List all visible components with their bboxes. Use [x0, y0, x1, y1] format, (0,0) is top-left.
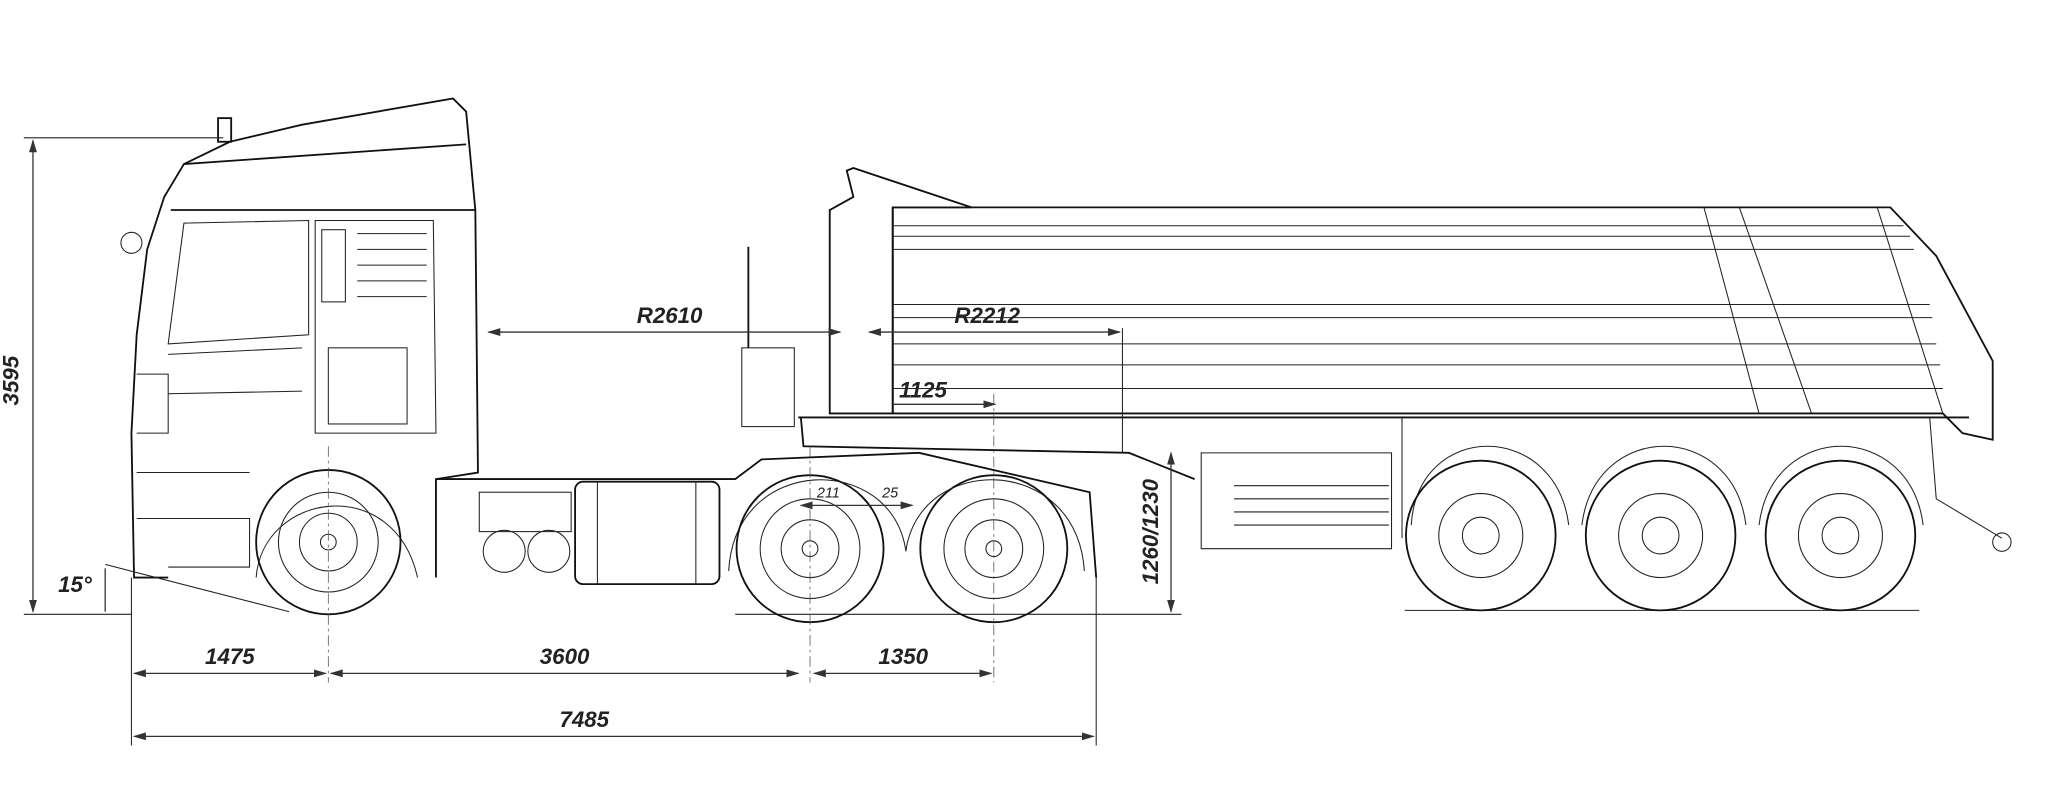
kingpin-offset-label: 1125: [899, 378, 948, 403]
fifth-wheel-height-label: 1260/1230: [1138, 478, 1163, 584]
dimension-lines: [23, 137, 1175, 746]
trailer-wheel-1: [1405, 459, 1557, 612]
tractor-chassis: [435, 451, 1098, 586]
front-overhang-label: 1475: [205, 644, 255, 669]
turning-radius-trailer-label: R2212: [954, 303, 1020, 328]
turning-radius-cab-label: R2610: [637, 303, 703, 328]
tandem-spacing-label: 1350: [878, 644, 928, 669]
tipper-trailer: [741, 167, 2012, 552]
fifth-wheel-offset-a-label: 211: [816, 485, 840, 501]
trailer-wheel-2: [1584, 459, 1737, 612]
overall-length-label: 7485: [559, 707, 609, 732]
approach-angle-label: 15°: [58, 572, 93, 597]
trailer-wheel-3: [1764, 459, 1917, 612]
wheelbase-label: 3600: [540, 644, 590, 669]
fifth-wheel-offset-b-label: 25: [881, 485, 899, 501]
tractor-cab: [120, 97, 479, 579]
overall-height-label: 3595: [0, 355, 24, 405]
